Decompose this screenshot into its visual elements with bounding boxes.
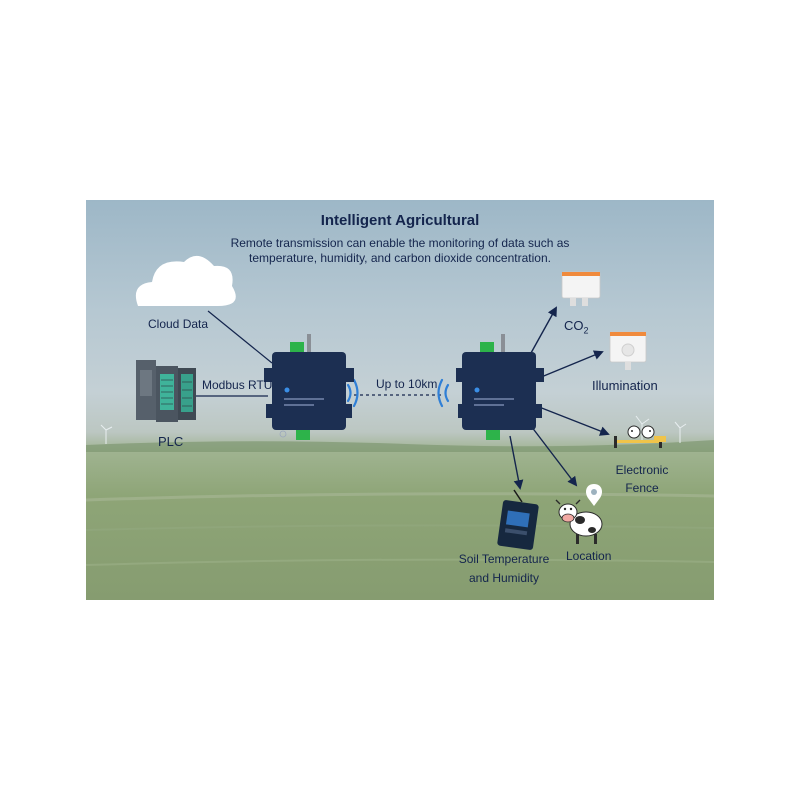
modbus-rtu-label: Modbus RTU <box>202 378 273 392</box>
arrow-soil <box>509 435 524 490</box>
page-title: Intelligent Agricultural <box>320 212 480 229</box>
lora-gateway-left-icon <box>264 334 354 440</box>
co2-label: CO2 <box>564 318 589 336</box>
cloud-data-label: Cloud Data <box>148 317 209 331</box>
location-label: Location <box>566 549 612 563</box>
farm-scene: Intelligent Agricultural Remote transmis… <box>86 200 714 600</box>
illumination-label: Illumination <box>592 378 658 393</box>
soil-sensor-icon <box>497 489 539 550</box>
arrow-location <box>527 421 578 487</box>
cloud-icon <box>135 255 236 306</box>
electronic-fence-icon <box>614 425 666 448</box>
arrow-illumination <box>533 350 604 381</box>
plc-icon <box>136 360 196 422</box>
soil-label-line-2: and Humidity <box>468 571 540 585</box>
cloud-link <box>207 310 273 364</box>
co2-sensor-icon <box>561 271 601 306</box>
subtitle-line-1: Remote transmission can enable the monit… <box>230 236 570 250</box>
soil-label-line-1: Soil Temperature <box>458 552 550 566</box>
cow-icon <box>555 499 603 544</box>
plc-label: PLC <box>158 434 184 449</box>
field-background <box>86 415 714 566</box>
subtitle-line-2: temperature, humidity, and carbon dioxid… <box>249 251 551 265</box>
signal-waves-icon <box>346 378 450 408</box>
arrow-fence <box>533 404 610 436</box>
diagram-graphics <box>86 255 714 566</box>
electronic-fence-label-line-2: Fence <box>625 481 659 495</box>
lora-gateway-right-icon <box>456 334 544 440</box>
range-label: Up to 10km <box>376 377 438 391</box>
illumination-sensor-icon <box>609 331 647 370</box>
co2-label-main: CO <box>564 318 584 333</box>
electronic-fence-label-line-1: Electronic <box>615 463 669 477</box>
co2-label-subscript: 2 <box>583 325 589 336</box>
location-pin-icon <box>586 484 602 506</box>
